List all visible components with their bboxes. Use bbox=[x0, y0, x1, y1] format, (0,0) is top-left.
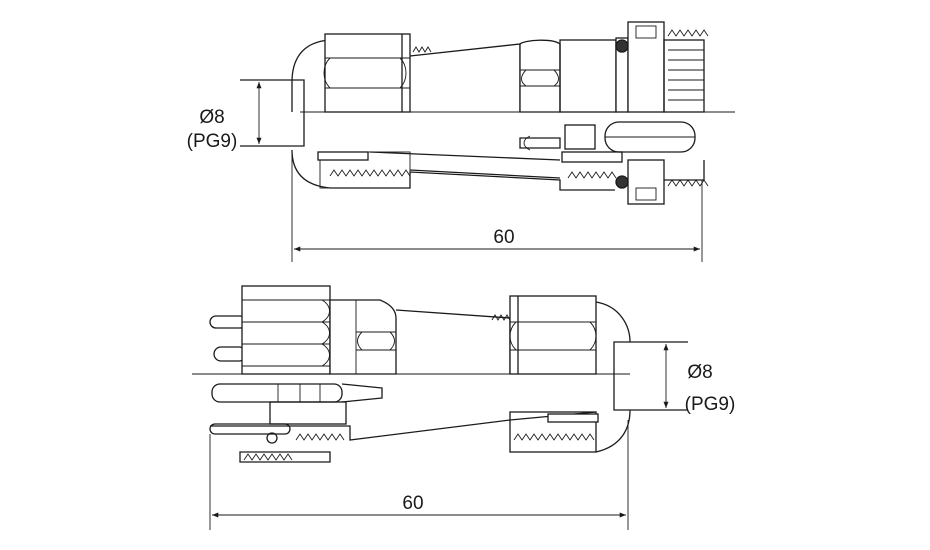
top-diameter-label: Ø8 bbox=[199, 107, 224, 128]
top-length-label: 60 bbox=[493, 227, 514, 248]
bottom-diameter-label: Ø8 bbox=[687, 362, 712, 383]
bottom-thread-label: (PG9) bbox=[685, 394, 736, 415]
top-connector-view: Ø8 (PG9) 60 bbox=[187, 21, 735, 262]
top-hex-nut-left bbox=[323, 33, 411, 113]
bottom-length-label: 60 bbox=[402, 493, 423, 514]
top-thread-label: (PG9) bbox=[187, 131, 238, 152]
bottom-connector-view: Ø8 (PG9) 60 bbox=[192, 285, 736, 530]
top-coupling-nut bbox=[519, 39, 561, 113]
bottom-hex-nut-left bbox=[329, 299, 397, 375]
bottom-hex-nut-right bbox=[509, 295, 597, 375]
bottom-plug-head bbox=[241, 285, 331, 375]
